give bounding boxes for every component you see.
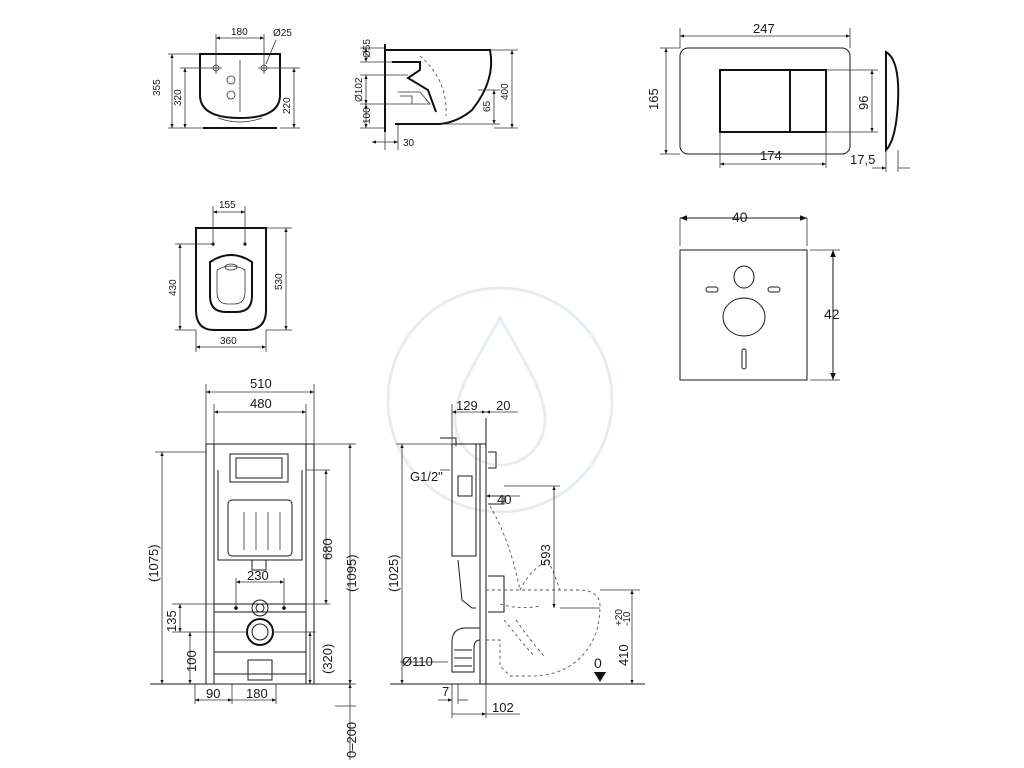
bowl-side-view: Ø55 Ø102 100 30 65 400 xyxy=(354,39,518,150)
dim-d102: Ø102 xyxy=(354,77,365,102)
dim-1025: (1025) xyxy=(386,554,401,592)
dim-155: 155 xyxy=(219,200,236,211)
bowl-top-view: 155 430 530 360 xyxy=(168,200,292,352)
dim-102: 102 xyxy=(492,700,514,715)
dim-320-front: (320) xyxy=(320,644,335,674)
dim-410: 410 xyxy=(616,644,631,666)
frame-front-view: 510 480 (1075) 680 (1095) 230 135 100 (3… xyxy=(146,376,359,760)
dim-1075: (1075) xyxy=(146,544,161,582)
dim-d110: Ø110 xyxy=(402,654,433,669)
dim-42: 42 xyxy=(824,306,840,322)
dim-17-5: 17,5 xyxy=(850,152,875,167)
dim-510: 510 xyxy=(250,376,272,391)
dim-355: 355 xyxy=(152,79,163,96)
dim-40: 40 xyxy=(732,209,748,225)
dim-96: 96 xyxy=(856,96,871,110)
dim-480: 480 xyxy=(250,396,272,411)
flush-plate-view: 247 165 96 174 17,5 xyxy=(646,21,910,172)
dim-360: 360 xyxy=(220,336,237,347)
dim-65: 65 xyxy=(482,100,493,112)
arrow-down-icon xyxy=(594,672,606,682)
dim-165: 165 xyxy=(646,88,661,110)
dim-1095: (1095) xyxy=(344,554,359,592)
dim-593: 593 xyxy=(538,544,553,566)
dim-220: 220 xyxy=(282,97,293,114)
level-zero: 0 xyxy=(594,655,602,671)
dim-135: 135 xyxy=(164,610,179,632)
dim-30: 30 xyxy=(403,138,415,149)
dim-100-front: 100 xyxy=(184,650,199,672)
dim-d55: Ø55 xyxy=(362,39,373,58)
dim-40-side: 40 xyxy=(497,492,511,507)
dim-320: 320 xyxy=(173,89,184,106)
dim-410-sup: +20 xyxy=(614,609,625,626)
dim-20: 20 xyxy=(496,398,510,413)
dim-180: 180 xyxy=(231,27,248,38)
dim-7: 7 xyxy=(442,684,449,699)
dim-100: 100 xyxy=(362,107,373,124)
bowl-front-view: 180 Ø25 355 320 220 xyxy=(152,27,300,129)
insulation-pad-view: 40 42 xyxy=(679,209,840,381)
frame-side-view: 129 20 G1/2" 40 (1025) 593 410 +20 -10 0… xyxy=(386,398,645,718)
label-g12: G1/2" xyxy=(410,469,443,484)
dim-400: 400 xyxy=(500,83,511,100)
dim-247: 247 xyxy=(753,21,775,36)
dim-d25: Ø25 xyxy=(273,28,292,39)
dim-0-200: 0–200 xyxy=(344,722,359,758)
dim-129: 129 xyxy=(456,398,478,413)
dim-90: 90 xyxy=(206,686,220,701)
dim-230: 230 xyxy=(247,568,269,583)
watermark-drop-icon xyxy=(386,286,614,514)
dim-410-sub: -10 xyxy=(622,611,633,626)
dim-174: 174 xyxy=(760,148,782,163)
dim-430: 430 xyxy=(168,279,179,296)
dim-180-front: 180 xyxy=(246,686,268,701)
dim-680: 680 xyxy=(320,538,335,560)
dim-530: 530 xyxy=(274,273,285,290)
